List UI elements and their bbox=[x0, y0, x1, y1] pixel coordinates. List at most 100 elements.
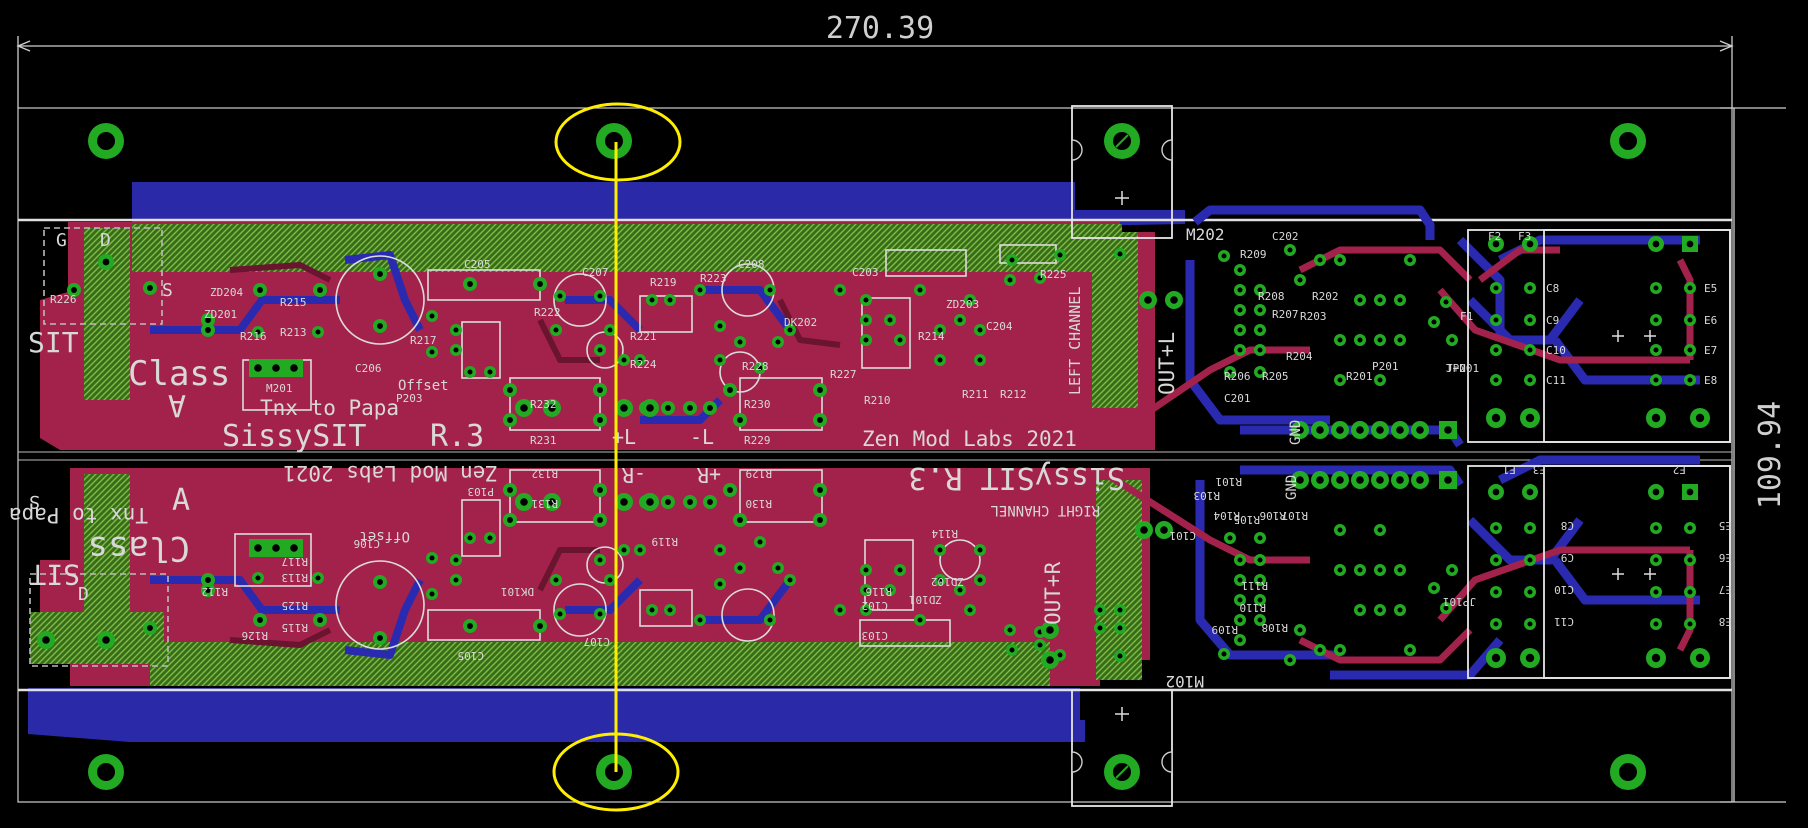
drill bbox=[553, 577, 559, 583]
ref-label: R117 bbox=[282, 555, 309, 568]
top-out-label: OUT+L bbox=[1155, 332, 1179, 395]
drill bbox=[1144, 296, 1152, 304]
drill bbox=[377, 323, 383, 329]
drill bbox=[649, 607, 655, 613]
ref-label: R225 bbox=[1040, 268, 1067, 281]
drill bbox=[1653, 377, 1659, 383]
drill bbox=[71, 287, 77, 293]
drill bbox=[775, 565, 781, 571]
drill bbox=[429, 349, 435, 355]
connector-plus-marks bbox=[1115, 191, 1656, 721]
top-maker-label: Zen Mod Labs 2021 bbox=[862, 427, 1077, 451]
drill bbox=[1007, 627, 1013, 633]
ref-label: C202 bbox=[1272, 230, 1299, 243]
ref-label: R101 bbox=[1216, 475, 1243, 488]
drill bbox=[937, 357, 943, 363]
bottom-tnx-label: Tnx to Papa bbox=[9, 503, 148, 527]
ref-label: R113 bbox=[282, 571, 309, 584]
ref-label: E7 bbox=[1719, 583, 1732, 596]
ref-label: C10 bbox=[1554, 583, 1574, 596]
drill bbox=[897, 567, 903, 573]
drill bbox=[637, 357, 643, 363]
ref-label: R105 bbox=[1234, 513, 1261, 526]
drill bbox=[597, 487, 603, 493]
drill bbox=[1377, 377, 1383, 383]
drill bbox=[1493, 317, 1499, 323]
connector-outlines bbox=[1071, 105, 1731, 807]
drill bbox=[1407, 257, 1413, 263]
drill bbox=[537, 281, 543, 287]
mount-hole bbox=[1104, 754, 1140, 790]
drill bbox=[597, 417, 603, 423]
drill bbox=[553, 327, 559, 333]
drill bbox=[1653, 525, 1659, 531]
drill bbox=[1336, 476, 1344, 484]
ref-label: R126 bbox=[242, 629, 269, 642]
ref-label: ZD203 bbox=[946, 298, 979, 311]
drill bbox=[429, 591, 435, 597]
drill bbox=[1257, 369, 1263, 375]
drill bbox=[1416, 476, 1424, 484]
bottom-pin-d: D bbox=[78, 584, 89, 605]
drill bbox=[1527, 347, 1533, 353]
ref-label: R130 bbox=[746, 497, 773, 510]
ref-label: R110 bbox=[1240, 601, 1267, 614]
ref-label: ZD102 bbox=[931, 575, 964, 588]
drill bbox=[1237, 307, 1243, 313]
drill bbox=[1397, 337, 1403, 343]
drill bbox=[1007, 277, 1013, 283]
dimension-height-label: 109.94 bbox=[1753, 401, 1788, 509]
ref-label: C106 bbox=[354, 537, 381, 550]
drill bbox=[1257, 347, 1263, 353]
bottom-sit-label: SIT bbox=[29, 558, 80, 591]
drill bbox=[717, 581, 723, 587]
ref-label: C103 bbox=[862, 629, 889, 642]
bottom-pour-top bbox=[132, 182, 1185, 226]
drill bbox=[1653, 557, 1659, 563]
drill bbox=[1317, 257, 1323, 263]
drill bbox=[1057, 252, 1063, 258]
drill bbox=[377, 271, 383, 277]
drill bbox=[1257, 557, 1263, 563]
ref-label: C208 bbox=[738, 258, 765, 271]
drill bbox=[1527, 557, 1533, 563]
drill bbox=[1377, 527, 1383, 533]
drill bbox=[937, 577, 943, 583]
drill bbox=[687, 405, 693, 411]
ref-label: R215 bbox=[280, 296, 307, 309]
drill bbox=[977, 577, 983, 583]
ref-label: R212 bbox=[1000, 388, 1027, 401]
bottom-board-labels: Class Tnx to Papa Offset SIT S A Zen Mod… bbox=[9, 460, 1300, 691]
drill bbox=[507, 417, 513, 423]
drill bbox=[649, 297, 655, 303]
mount-hole bbox=[1610, 123, 1646, 159]
drill bbox=[1237, 347, 1243, 353]
drill bbox=[1492, 240, 1500, 248]
drill bbox=[429, 555, 435, 561]
drill bbox=[1527, 621, 1533, 627]
mount-hole bbox=[88, 123, 124, 159]
drill bbox=[1357, 297, 1363, 303]
drill bbox=[1317, 647, 1323, 653]
bottom-class-letter: A bbox=[172, 483, 190, 518]
drill bbox=[977, 327, 983, 333]
ref-label: E5 bbox=[1719, 519, 1732, 532]
ref-label: R206 bbox=[1224, 370, 1251, 383]
drill bbox=[1356, 476, 1364, 484]
drill bbox=[1257, 287, 1263, 293]
drill bbox=[1653, 285, 1659, 291]
ref-label: P103 bbox=[468, 485, 495, 498]
ref-label: R106 bbox=[1260, 509, 1287, 522]
bottom-class-label: Class bbox=[88, 528, 190, 568]
dimension-width-label: 270.39 bbox=[826, 11, 934, 46]
drill bbox=[377, 635, 383, 641]
drill bbox=[707, 499, 713, 505]
bottom-pin-s: S bbox=[29, 491, 40, 512]
ref-label: R107 bbox=[1282, 509, 1309, 522]
drill bbox=[557, 293, 563, 299]
drill bbox=[290, 544, 298, 552]
drill bbox=[957, 587, 963, 593]
drill bbox=[1493, 589, 1499, 595]
drill bbox=[1237, 617, 1243, 623]
